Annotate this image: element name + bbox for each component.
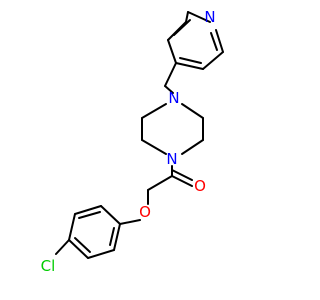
bond: [202, 51, 224, 70]
bond: [164, 85, 174, 94]
bond: [68, 239, 89, 259]
bond: [109, 227, 115, 246]
atom-o-carbonyl: O: [194, 177, 206, 195]
molecule-structure: N N N O O Cl: [41, 8, 224, 275]
atom-n-piperazine-bottom: N: [166, 150, 177, 168]
bond: [87, 249, 115, 259]
bond: [78, 211, 101, 219]
atom-o-ether: O: [139, 203, 151, 221]
bond: [171, 175, 193, 187]
bond: [215, 29, 224, 53]
atom-n-pyridine: N: [204, 8, 215, 26]
bond: [55, 239, 70, 255]
atom-labels: N N N O O Cl: [41, 8, 216, 275]
bond: [210, 32, 218, 51]
bond: [74, 205, 102, 215]
bond: [173, 19, 191, 36]
bond: [187, 11, 211, 23]
bond: [147, 175, 173, 191]
bond: [185, 11, 189, 23]
bond: [100, 205, 121, 225]
bond: [113, 223, 121, 251]
bond: [181, 139, 204, 155]
bond: [164, 62, 177, 87]
bond: [181, 103, 204, 119]
bond: [68, 213, 76, 241]
bond: [141, 103, 167, 119]
bond: [167, 39, 177, 64]
bond: [171, 169, 193, 181]
bond: [74, 237, 91, 253]
atom-cl: Cl: [41, 257, 56, 275]
bonds: [55, 11, 224, 259]
bond: [119, 219, 141, 225]
bond: [141, 139, 167, 155]
atom-n-piperazine-top: N: [168, 89, 179, 107]
bond: [179, 57, 202, 64]
bond: [175, 62, 204, 70]
